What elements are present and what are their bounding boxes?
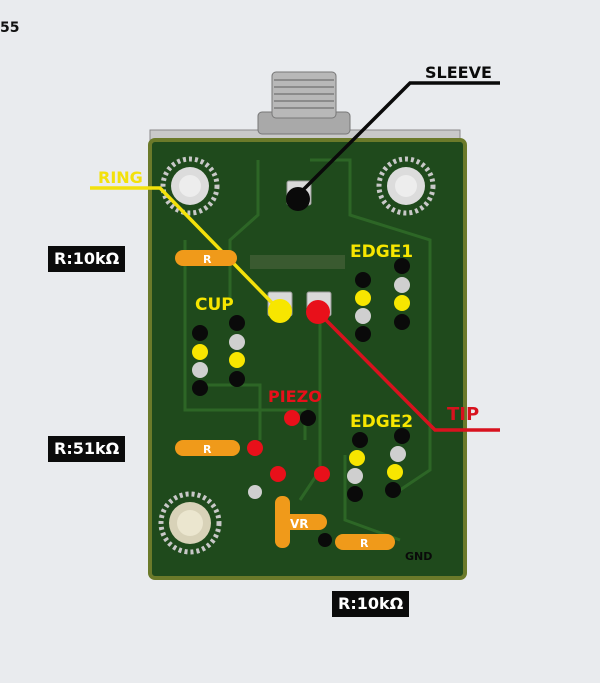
- resistor-bottom: [335, 534, 395, 550]
- edge1-dot-8: [394, 314, 410, 330]
- edge2-dot-4: [347, 486, 363, 502]
- orange-parts: [175, 250, 395, 550]
- ring-leader-line: [90, 186, 282, 313]
- sleeve-leader-line: [296, 81, 500, 197]
- edge2-dot-1: [352, 432, 368, 448]
- edge1-dot-3: [355, 308, 371, 324]
- ic-footprint: [250, 255, 345, 269]
- mounting-holes: [158, 156, 436, 555]
- edge1-dot-2: [355, 290, 371, 306]
- silver-pad-vr: [248, 485, 262, 499]
- edge2-dot-2: [349, 450, 365, 466]
- edge2-dot-8: [385, 482, 401, 498]
- edge1-dot-6: [394, 277, 410, 293]
- cup-dot-1: [192, 325, 208, 341]
- red-junction-1: [247, 440, 263, 456]
- cup-dot-3: [192, 362, 208, 378]
- corner-number: 55: [0, 20, 20, 36]
- resistor-top: [175, 250, 237, 266]
- resistor-mark-middle: R: [203, 443, 212, 456]
- label-edge2: EDGE2: [350, 412, 413, 432]
- cup-dot-7: [229, 352, 245, 368]
- cup-dot-8: [229, 371, 245, 387]
- tip-dot: [306, 300, 330, 324]
- tip-leader-line: [316, 310, 500, 432]
- resistor-tag-middle: R:51kΩ: [48, 436, 126, 462]
- label-sleeve: SLEEVE: [425, 63, 492, 82]
- mounting-hole-bottom-left: [158, 491, 222, 555]
- red-junction-2: [270, 466, 286, 482]
- edge2-dot-3: [347, 468, 363, 484]
- vr-black-dot: [318, 533, 332, 547]
- label-piezo: PIEZO: [268, 387, 322, 406]
- cup-dot-2: [192, 344, 208, 360]
- mounting-hole-top-right: [376, 156, 436, 216]
- ring-dot: [268, 299, 292, 323]
- cup-dot-4: [192, 380, 208, 396]
- resistor-tag-bottom: R:10kΩ: [332, 591, 410, 617]
- sleeve-dot: [286, 187, 310, 211]
- piezo-dot-1: [284, 410, 300, 426]
- resistor-mark-top: R: [203, 253, 212, 266]
- edge1-dot-5: [394, 258, 410, 274]
- mounting-hole-top-left: [160, 156, 220, 216]
- label-ring: RING: [98, 168, 143, 187]
- label-gnd: GND: [405, 550, 432, 563]
- vr-horizontal: [275, 514, 327, 530]
- edge1-dot-7: [394, 295, 410, 311]
- label-edge1: EDGE1: [350, 242, 413, 262]
- connection-dots: [192, 187, 410, 547]
- edge2-dot-6: [390, 446, 406, 462]
- cup-dot-5: [229, 315, 245, 331]
- label-cup: CUP: [195, 295, 234, 315]
- edge1-dot-1: [355, 272, 371, 288]
- red-junction-3: [314, 466, 330, 482]
- cup-dot-6: [229, 334, 245, 350]
- resistor-tag-top: R:10kΩ: [48, 246, 126, 272]
- resistor-middle: [175, 440, 240, 456]
- piezo-dot-2: [300, 410, 316, 426]
- edge2-dot-5: [394, 428, 410, 444]
- resistor-mark-bottom: R: [360, 537, 369, 550]
- edge1-dot-4: [355, 326, 371, 342]
- label-vr: VR: [290, 517, 309, 531]
- label-tip: TIP: [447, 404, 479, 425]
- edge2-dot-7: [387, 464, 403, 480]
